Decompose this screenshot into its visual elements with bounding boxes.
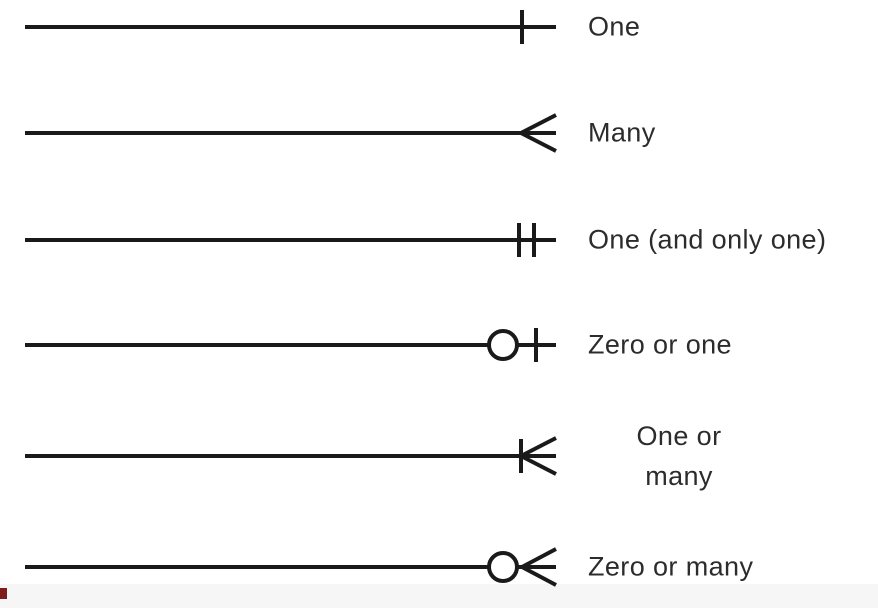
footer-strip <box>0 584 878 608</box>
legend-label-one-and-only-one: One (and only one) <box>588 224 827 255</box>
zero-or-many-symbol <box>25 547 557 587</box>
legend-label-many: Many <box>588 117 656 148</box>
one-and-only-one-symbol <box>25 223 556 257</box>
legend-label-one-or-many: One or many <box>636 421 722 491</box>
one-symbol <box>25 10 556 44</box>
legend-row-one: One <box>0 0 878 63</box>
legend-label-zero-or-one: Zero or one <box>588 329 732 360</box>
many-symbol <box>25 113 557 153</box>
legend-row-zero-or-many: Zero or many <box>0 531 878 603</box>
corner-mark <box>0 588 7 599</box>
one-or-many-symbol <box>25 436 557 476</box>
legend-row-one-or-many: One or many <box>0 420 878 492</box>
legend-row-zero-or-one: Zero or one <box>0 309 878 381</box>
zero-or-one-symbol <box>25 328 556 362</box>
legend-label-zero-or-many: Zero or many <box>588 551 754 582</box>
legend-label-one: One <box>588 11 641 42</box>
legend-row-one-and-only-one: One (and only one) <box>0 204 878 276</box>
legend-row-many: Many <box>0 97 878 169</box>
